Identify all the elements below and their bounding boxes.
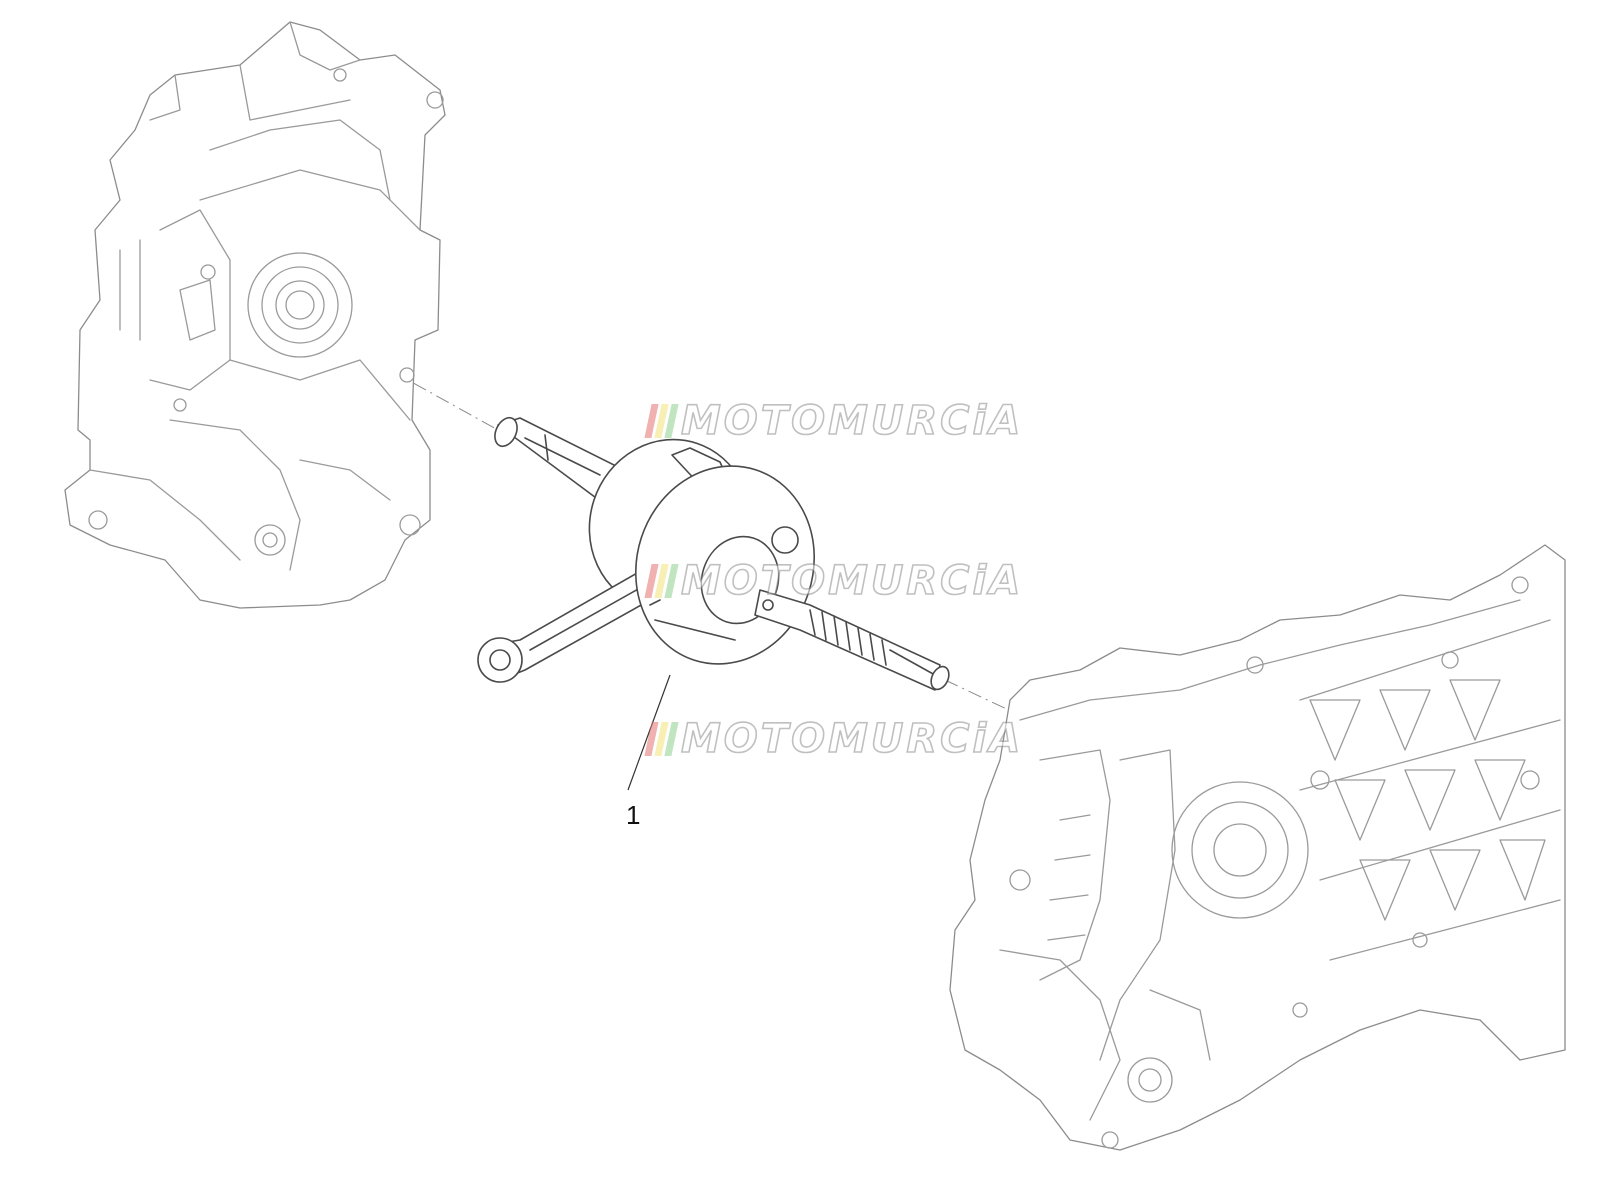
crankshaft-splined-shaft	[754, 589, 941, 691]
left-crankcase-half	[64, 21, 446, 609]
watermark-text: MOTOMURCiA	[680, 715, 1024, 763]
right-crankcase-half	[949, 544, 1566, 1151]
crankshaft-assembly	[477, 416, 950, 691]
watermark-logo-stripes	[644, 722, 679, 756]
callout-label-1: 1	[626, 800, 641, 830]
watermark-logo-stripes	[644, 404, 679, 438]
connecting-rod-small-end	[477, 637, 523, 683]
watermark-logo-stripes	[644, 564, 679, 598]
watermark-text: MOTOMURCiA	[680, 397, 1024, 445]
watermark: MOTOMURCiA	[644, 715, 1024, 763]
watermark-text: MOTOMURCiA	[680, 557, 1024, 605]
watermark: MOTOMURCiA	[644, 557, 1024, 605]
watermark: MOTOMURCiA	[644, 397, 1024, 445]
